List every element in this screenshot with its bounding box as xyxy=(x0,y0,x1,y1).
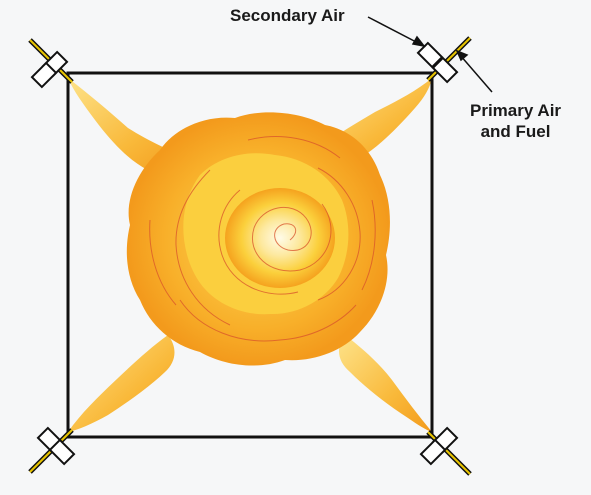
swirl-lines xyxy=(149,136,376,342)
flame-jet-bottom-right xyxy=(338,335,432,432)
corner-burner-top-right-icon xyxy=(416,36,472,84)
primary-air-label-line2: and Fuel xyxy=(480,122,551,141)
corner-burner-top-left-icon xyxy=(28,38,74,89)
primary-air-label-line1: Primary Air xyxy=(470,101,562,120)
fireball xyxy=(126,112,390,366)
flame-jet-bottom-left xyxy=(68,335,175,432)
secondary-air-label: Secondary Air xyxy=(230,6,345,25)
furnace-wall xyxy=(66,71,434,439)
primary-air-arrow xyxy=(455,49,493,93)
flame-jet-top-left xyxy=(68,78,190,172)
primary-air-fuel-label: Primary Air and Fuel xyxy=(470,100,561,142)
corner-burner-bottom-left-icon xyxy=(28,426,76,474)
fireball-core xyxy=(225,188,335,288)
secondary-air-arrow xyxy=(367,16,426,48)
corner-burner-bottom-right-icon xyxy=(419,426,472,476)
